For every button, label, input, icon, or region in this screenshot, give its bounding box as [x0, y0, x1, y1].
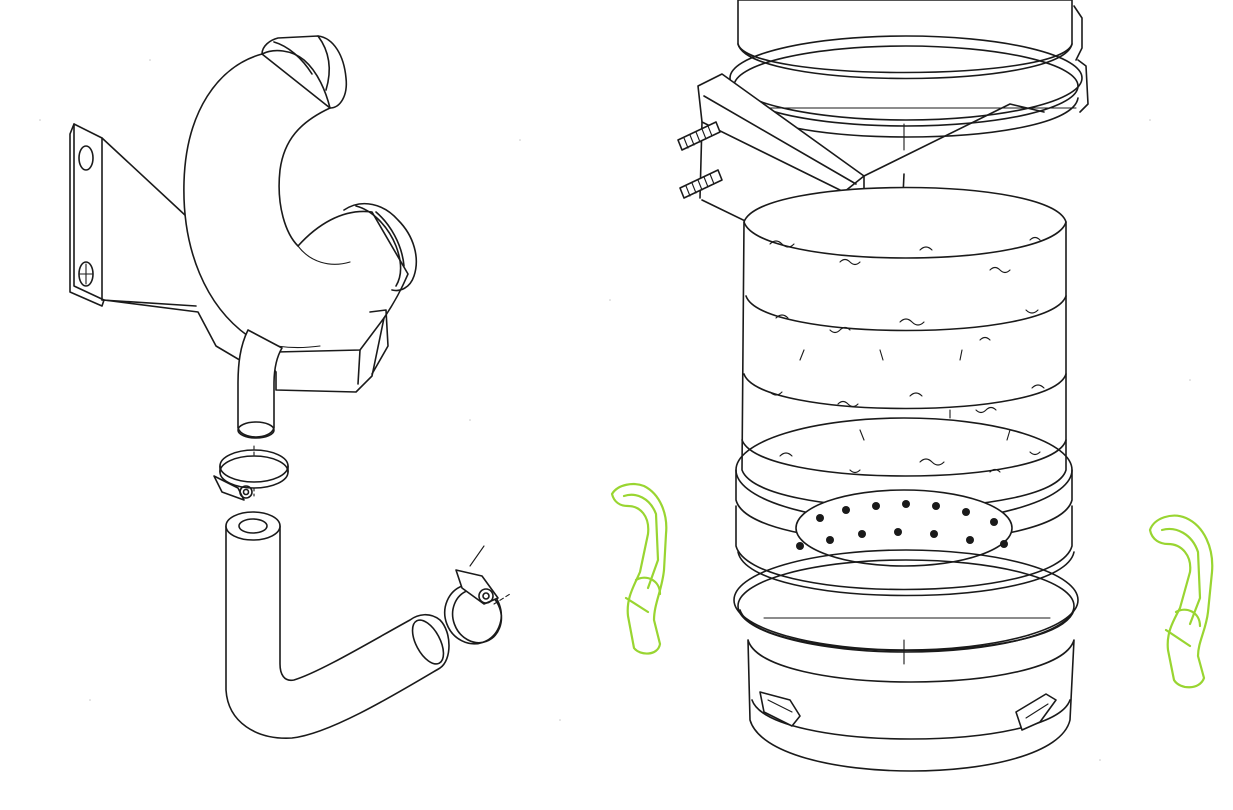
highlighted-latch-clip-left[interactable]	[610, 483, 668, 655]
perforated-tray	[735, 417, 1073, 591]
tray-holes	[796, 500, 1008, 550]
l-hose	[225, 511, 450, 739]
stud-1	[677, 121, 721, 151]
dust-cup-ring	[733, 549, 1079, 665]
elbow-pipe	[183, 35, 418, 393]
stud-2	[679, 169, 723, 199]
hose-clamp-lower	[443, 545, 511, 645]
dust-cup-bowl	[747, 639, 1075, 772]
hose-clamp-upper	[213, 445, 289, 501]
paper-speckle	[39, 59, 1191, 761]
latch-left	[759, 691, 801, 727]
bracket-bolt-hole-top	[78, 145, 94, 171]
canister-cap	[737, 0, 1083, 80]
bracket-bolt-hole-bottom	[78, 261, 94, 287]
filter-element	[741, 186, 1067, 509]
latch-right	[1015, 693, 1057, 731]
clamp-leader-line	[469, 545, 485, 567]
hose-stub	[237, 329, 283, 439]
highlighted-latch-clip-right[interactable]	[1148, 514, 1214, 689]
